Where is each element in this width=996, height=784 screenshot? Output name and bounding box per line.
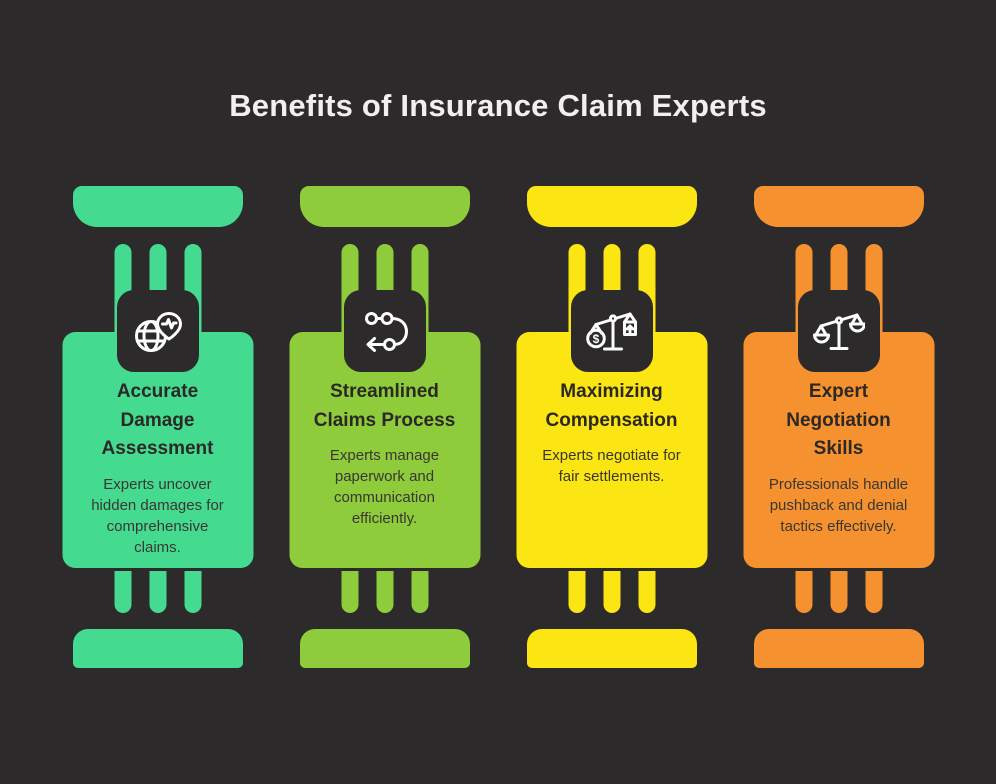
pillar-bottom-bars	[114, 571, 201, 613]
pillar-bar	[795, 571, 812, 613]
pillar-top-cap	[753, 186, 924, 227]
pillar-bar	[411, 571, 428, 613]
card-description: Experts manage paperwork and communicati…	[329, 447, 440, 527]
card-description: Experts uncover hidden damages for compr…	[91, 475, 224, 556]
pillar-bar	[114, 571, 131, 613]
benefit-card: Expert Negotiation Skills Professionals …	[743, 332, 934, 568]
pillar-bottom-bars	[341, 571, 428, 613]
card-description: Experts negotiate for fair settlements.	[542, 447, 681, 485]
pillar-bar	[865, 571, 882, 613]
pillar-bottom-cap	[299, 629, 470, 668]
benefit-column-streamlined-claims-process: Streamlined Claims Process Experts manag…	[271, 186, 498, 668]
route-flow-icon	[364, 312, 408, 352]
pillar-bar	[376, 571, 393, 613]
card-title: Accurate Damage Assessment	[101, 381, 214, 459]
benefit-column-expert-negotiation-skills: Expert Negotiation Skills Professionals …	[725, 186, 952, 668]
benefit-column-maximizing-compensation: Maximizing Compensation Experts negotiat…	[498, 186, 725, 668]
pillar-top-cap	[299, 186, 470, 227]
page-title: Benefits of Insurance Claim Experts	[229, 88, 767, 123]
pillar-bottom-cap	[72, 629, 243, 668]
pillar-top-cap	[72, 186, 243, 227]
svg-text:$: $	[592, 332, 599, 346]
pillar-bar	[149, 571, 166, 613]
card-title: Expert Negotiation Skills	[786, 381, 891, 459]
page-header: Benefits of Insurance Claim Experts	[0, 88, 996, 124]
card-title: Maximizing Compensation	[545, 381, 678, 431]
pillar-bottom-bars	[795, 571, 882, 613]
card-description: Professionals handle pushback and denial…	[768, 475, 909, 535]
pillar-bar	[184, 571, 201, 613]
benefit-columns: Accurate Damage Assessment Experts uncov…	[44, 186, 952, 668]
pillar-top-cap	[526, 186, 697, 227]
pillar-bar	[603, 571, 620, 613]
icon-badge	[116, 290, 199, 372]
pillar-bottom-bars	[568, 571, 655, 613]
balance-scale-icon	[812, 313, 865, 350]
icon-badge	[343, 290, 426, 372]
benefit-column-accurate-damage-assessment: Accurate Damage Assessment Experts uncov…	[44, 186, 271, 668]
pillar-bottom-cap	[526, 629, 697, 668]
icon-badge	[797, 290, 880, 372]
pillar-bottom-cap	[753, 629, 924, 668]
globe-pulse-icon	[134, 312, 182, 352]
pillar-bar	[638, 571, 655, 613]
pillar-bar	[568, 571, 585, 613]
scale-dollar-icon: $	[585, 312, 637, 351]
pillar-bar	[341, 571, 358, 613]
card-title: Streamlined Claims Process	[313, 381, 456, 431]
icon-badge: $	[570, 290, 653, 372]
pillar-bar	[830, 571, 847, 613]
